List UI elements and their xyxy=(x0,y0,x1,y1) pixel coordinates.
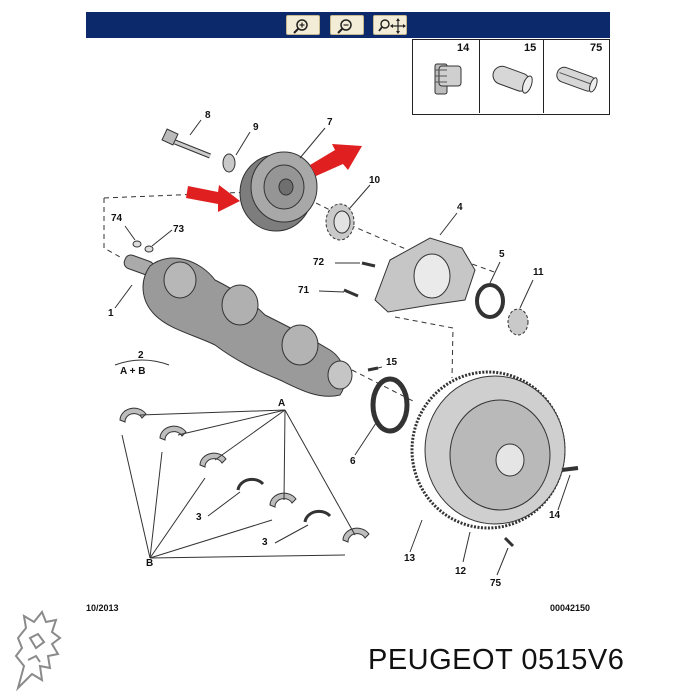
zoom-out-icon xyxy=(337,19,352,34)
callout-13: 13 xyxy=(404,553,416,564)
zoom-in-icon xyxy=(293,19,308,34)
callout-3a: 3 xyxy=(196,512,202,523)
screw-71 xyxy=(343,288,359,298)
crankshaft xyxy=(123,254,353,397)
callout-71: 71 xyxy=(298,285,310,296)
diagram-code: 00042150 xyxy=(550,603,591,613)
peugeot-lion-logo xyxy=(14,610,62,692)
callout-6: 6 xyxy=(350,456,356,467)
callout-1: 1 xyxy=(108,308,114,319)
callout-9: 9 xyxy=(253,122,259,133)
flywheel-bolt xyxy=(561,466,579,472)
zoom-pan-button[interactable] xyxy=(373,15,407,35)
callout-5: 5 xyxy=(499,249,505,260)
zoom-in-button[interactable] xyxy=(286,15,320,35)
callout-7: 7 xyxy=(327,117,333,128)
viewer-toolbar xyxy=(86,12,610,38)
callout-12: 12 xyxy=(455,566,467,577)
callout-B: B xyxy=(146,558,154,569)
bolt-icon xyxy=(434,63,462,95)
callout-A: A xyxy=(278,398,286,409)
callout-75: 75 xyxy=(490,578,502,589)
callout-11: 11 xyxy=(533,267,544,278)
rear-oil-seal xyxy=(370,376,410,434)
dowel-73 xyxy=(144,245,154,253)
crankshaft-pulley xyxy=(239,151,318,232)
ref-number: 15 xyxy=(524,42,537,54)
dowel-pin-icon xyxy=(492,65,533,94)
front-oil-seal xyxy=(475,283,505,319)
pulley-bolt xyxy=(161,128,211,159)
callout-74: 74 xyxy=(111,213,123,224)
flywheel-pin xyxy=(503,536,515,548)
ref-number: 14 xyxy=(457,42,470,54)
washer xyxy=(222,153,236,173)
part-number-title: PEUGEOT 0515V6 xyxy=(368,644,625,676)
callout-15: 15 xyxy=(386,357,398,368)
callout-2: 2 xyxy=(138,350,144,361)
sleeve-pin-icon xyxy=(556,66,598,93)
ref-cell-75: 75 xyxy=(543,40,610,113)
callout-a-plus-b: A + B xyxy=(120,366,146,377)
ref-cell-15: 15 xyxy=(479,40,544,113)
thrust-washers xyxy=(236,477,332,523)
zoom-out-button[interactable] xyxy=(330,15,364,35)
ref-cell-14: 14 xyxy=(413,40,479,113)
flywheel xyxy=(410,370,566,530)
diagram-date: 10/2013 xyxy=(86,603,119,613)
callout-10: 10 xyxy=(369,175,381,186)
assembly-bracket xyxy=(114,359,170,366)
callout-4: 4 xyxy=(457,202,463,213)
leader-lines xyxy=(114,119,571,576)
crankshaft-gear xyxy=(507,308,529,336)
highlight-arrows xyxy=(186,144,362,212)
reference-parts-table: 14 15 75 xyxy=(412,39,610,115)
callout-3b: 3 xyxy=(262,537,268,548)
timing-sprocket xyxy=(325,203,355,241)
ref-number: 75 xyxy=(590,42,603,54)
callout-14: 14 xyxy=(549,510,561,521)
callout-72: 72 xyxy=(313,257,325,268)
zoom-pan-icon xyxy=(378,18,406,34)
dowel-74 xyxy=(132,240,142,248)
main-bearings xyxy=(119,407,370,543)
callout-8: 8 xyxy=(205,110,211,121)
front-seal-housing xyxy=(374,237,476,313)
screw-72 xyxy=(361,261,376,268)
callout-73: 73 xyxy=(173,224,185,235)
